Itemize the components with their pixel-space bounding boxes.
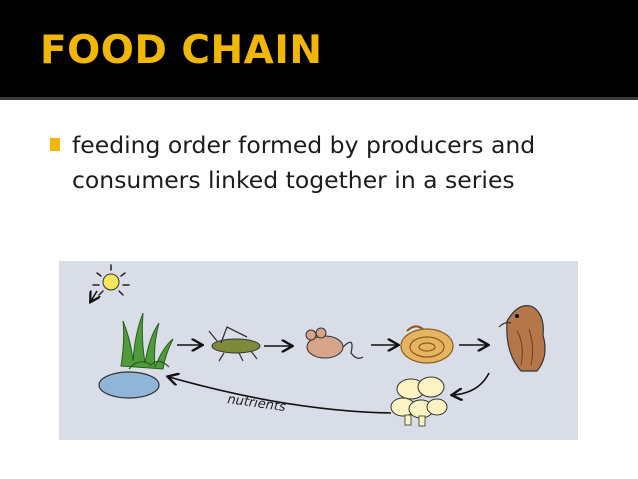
grasshopper-icon: [208, 326, 261, 362]
title-bar: FOOD CHAIN: [0, 0, 638, 100]
bullet-text: feeding order formed by producers and co…: [72, 131, 536, 194]
arrow-to-decomposers: [453, 372, 490, 395]
snake-icon: [400, 325, 454, 364]
food-chain-drawing: nutrients: [59, 264, 546, 427]
hawk-icon: [498, 305, 546, 372]
slide-title: FOOD CHAIN: [40, 28, 323, 73]
bullet-item: feeding order formed by producers and co…: [50, 128, 610, 198]
bullet-list: feeding order formed by producers and co…: [50, 128, 610, 198]
grass-icon: [120, 312, 174, 370]
mouse-icon: [305, 327, 364, 359]
sun-icon: [92, 264, 130, 296]
food-chain-illustration: nutrients: [59, 261, 578, 440]
bullet-marker: [50, 138, 60, 151]
nutrients-arrow: [169, 377, 392, 414]
sun-arrow: [91, 291, 97, 301]
nutrients-label: nutrients: [226, 392, 286, 415]
water-icon: [98, 371, 160, 399]
mushroom-icon: [390, 376, 448, 427]
